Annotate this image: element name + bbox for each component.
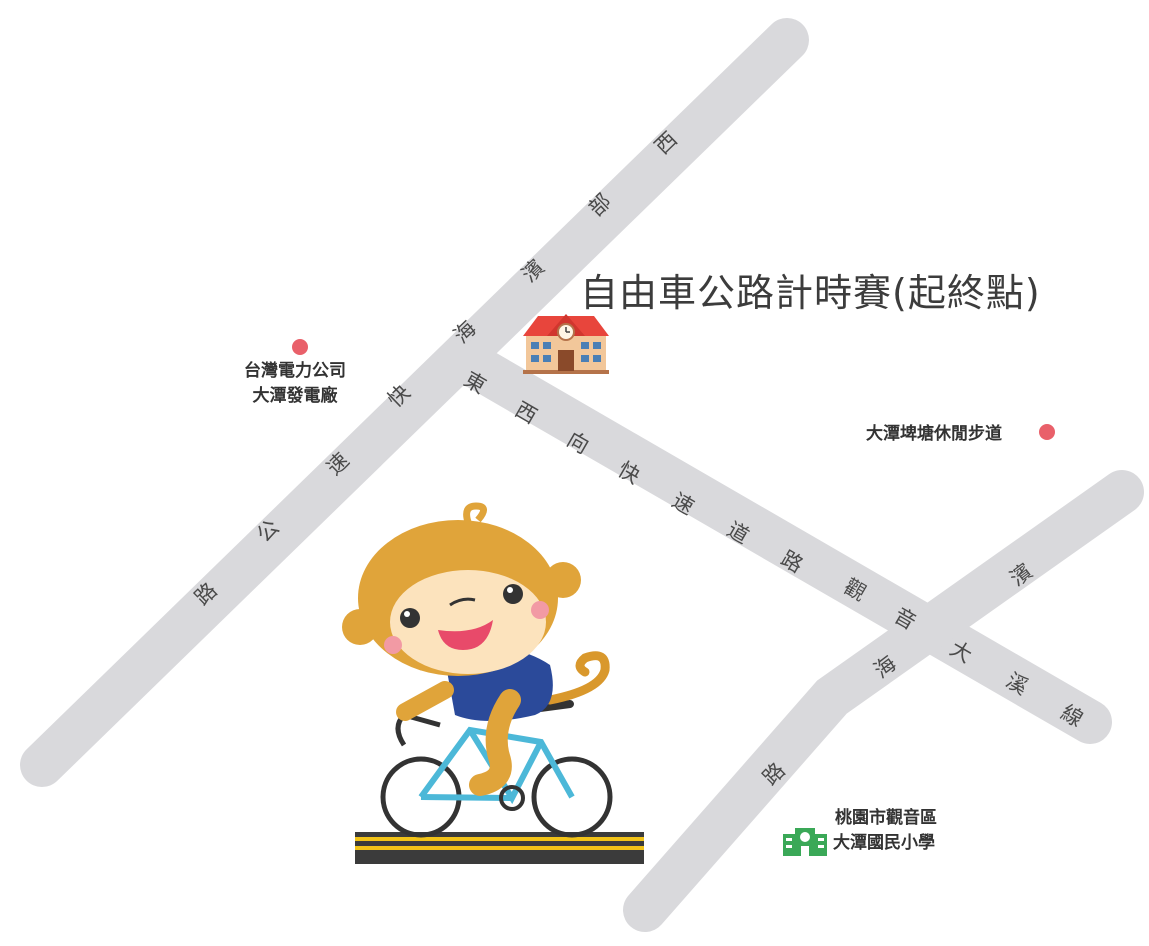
school-building-icon	[523, 314, 609, 374]
binhai-road	[623, 470, 1144, 932]
road-network	[20, 18, 1144, 932]
west-coast-expressway	[20, 18, 809, 787]
poi-label-line: 台灣電力公司	[244, 361, 346, 381]
poi-label-power-plant: 台灣電力公司 大潭發電廠	[232, 359, 358, 409]
poi-marker-dot	[292, 339, 308, 355]
poi-label-trail: 大潭埤塘休閒步道	[866, 424, 1002, 444]
school-icon	[783, 828, 827, 856]
poi-marker-dot	[1039, 424, 1055, 440]
east-west-expressway	[446, 340, 1112, 744]
page-title: 自由車公路計時賽(起終點)	[580, 271, 1041, 315]
poi-label-school: 桃園市觀音區 大潭國民小學	[833, 806, 937, 856]
poi-label-line: 大潭發電廠	[252, 386, 338, 406]
monkey-cyclist-mascot	[342, 502, 644, 864]
poi-label-line: 大潭國民小學	[833, 833, 935, 853]
poi-label-line: 桃園市觀音區	[835, 808, 937, 828]
